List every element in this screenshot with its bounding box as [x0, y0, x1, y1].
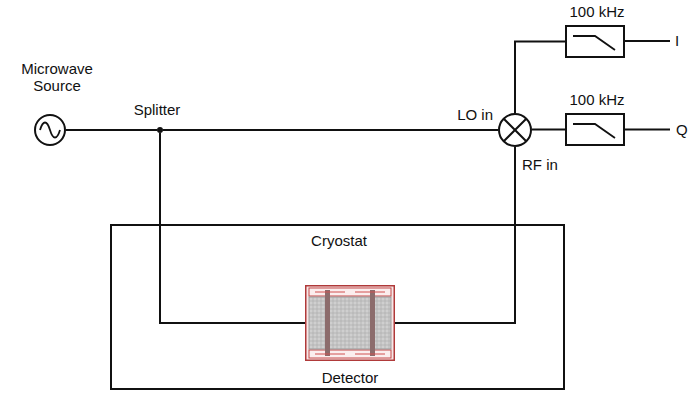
port-label: RF in [522, 156, 558, 173]
cryostat-box: CryostatDetector [110, 224, 565, 390]
lowpass-symbol [565, 113, 625, 146]
source-symbol [34, 114, 66, 146]
q-wire [625, 129, 670, 131]
mixer-symbol [498, 113, 532, 147]
signal-line [163, 129, 498, 131]
source-label: Microwave Source [9, 60, 105, 95]
cutoff-label: 100 kHz [569, 91, 624, 108]
signal-line [532, 129, 565, 131]
detector-chip [305, 285, 395, 361]
detector-label: Detector [322, 369, 379, 386]
signal-line [66, 129, 157, 131]
signal-line [160, 133, 305, 323]
signal-line [395, 147, 515, 323]
detector: Detector [305, 285, 395, 361]
splitter-label: Splitter [134, 101, 181, 118]
lowpass-symbol [565, 25, 625, 58]
iq-mixer: LO inRF in [498, 113, 532, 147]
splitter-dot [157, 127, 163, 133]
lowpass-filter: 100 kHz [565, 25, 625, 58]
splitter: Splitter [157, 127, 163, 133]
cutoff-label: 100 kHz [569, 3, 624, 20]
microwave-source: Microwave Source [34, 114, 66, 146]
signal-name: I [675, 32, 679, 49]
lowpass-filter: 100 kHz [565, 113, 625, 146]
signal-line [515, 42, 565, 114]
i-wire [625, 40, 670, 42]
port-label: LO in [457, 106, 493, 123]
cryostat-label: Cryostat [311, 232, 367, 249]
signal-name: Q [676, 121, 688, 138]
